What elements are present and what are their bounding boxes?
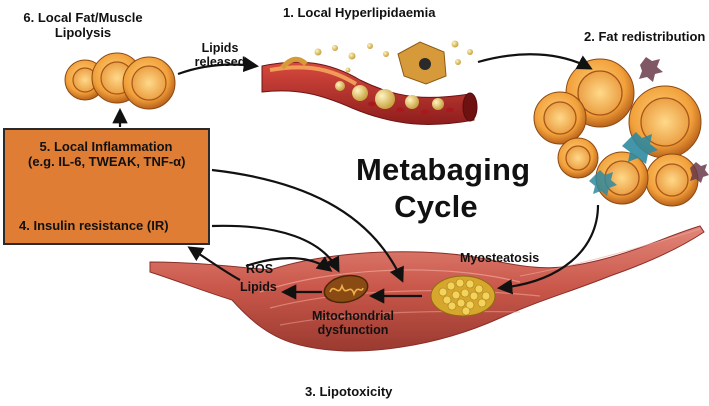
- step-4-label: 4. Insulin resistance (IR): [19, 218, 169, 233]
- lipids-released-line2: released: [194, 55, 246, 69]
- step-5-line1: 5. Local Inflammation: [39, 139, 173, 154]
- inflammation-ir-box: [3, 128, 210, 245]
- mito-line2: dysfunction: [317, 323, 389, 337]
- lipids-released-label: Lipids released: [188, 41, 252, 69]
- intramuscular-fat: [430, 275, 496, 317]
- adipocyte-cluster-top-left: [64, 52, 176, 110]
- lipids-label: Lipids: [240, 280, 277, 294]
- blood-vessel: [261, 40, 478, 125]
- step-6-line1: 6. Local Fat/Muscle: [23, 10, 143, 25]
- step-1-label: 1. Local Hyperlipidaemia: [283, 5, 436, 20]
- diagram-title: Metabaging Cycle: [356, 152, 531, 225]
- adipocyte-cluster-right: [533, 57, 709, 207]
- step-5-label: 5. Local Inflammation (e.g. IL-6, TWEAK,…: [28, 139, 186, 169]
- myosteatosis-label: Myosteatosis: [460, 251, 540, 265]
- step-5-line2: (e.g. IL-6, TWEAK, TNF-α): [28, 153, 186, 169]
- mitochondrial-dysfunction-label: Mitochondrial dysfunction: [307, 309, 399, 337]
- step-6-label: 6. Local Fat/Muscle Lipolysis: [3, 10, 163, 40]
- ros-label: ROS: [246, 262, 274, 276]
- title-line1: Metabaging: [356, 152, 531, 187]
- mito-line1: Mitochondrial: [312, 309, 394, 323]
- step-3-label: 3. Lipotoxicity: [305, 384, 393, 399]
- lipids-released-line1: Lipids: [201, 41, 239, 55]
- title-line2: Cycle: [394, 188, 478, 224]
- muscle-tissue: [149, 225, 705, 352]
- step-6-line2: Lipolysis: [54, 24, 112, 40]
- mitochondrion: [323, 274, 369, 304]
- step-2-label: 2. Fat redistribution: [584, 29, 706, 44]
